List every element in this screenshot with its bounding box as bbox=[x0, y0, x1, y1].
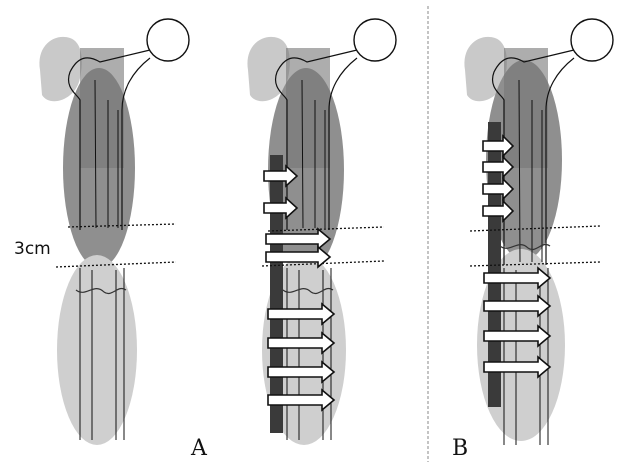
femur-diagram-intact: 3cm bbox=[14, 19, 189, 445]
neck-shade bbox=[80, 48, 124, 168]
greater-trochanter-shade bbox=[39, 37, 81, 101]
femoral-head bbox=[147, 19, 189, 61]
femur-diagram-plate-a: A bbox=[190, 19, 396, 461]
panel-label-a: A bbox=[190, 436, 208, 461]
measurement-label: 3cm bbox=[14, 239, 51, 259]
neck-shade bbox=[504, 48, 548, 168]
distal-shade bbox=[57, 255, 137, 445]
osteotomy-line-lower bbox=[56, 262, 176, 267]
lateral-plate bbox=[270, 155, 283, 433]
panel-label-b: B bbox=[452, 436, 468, 461]
femoral-head bbox=[354, 19, 396, 61]
femoral-head bbox=[571, 19, 613, 61]
femur-diagram-plate-b: B bbox=[452, 19, 613, 461]
neck-shade bbox=[286, 48, 330, 168]
